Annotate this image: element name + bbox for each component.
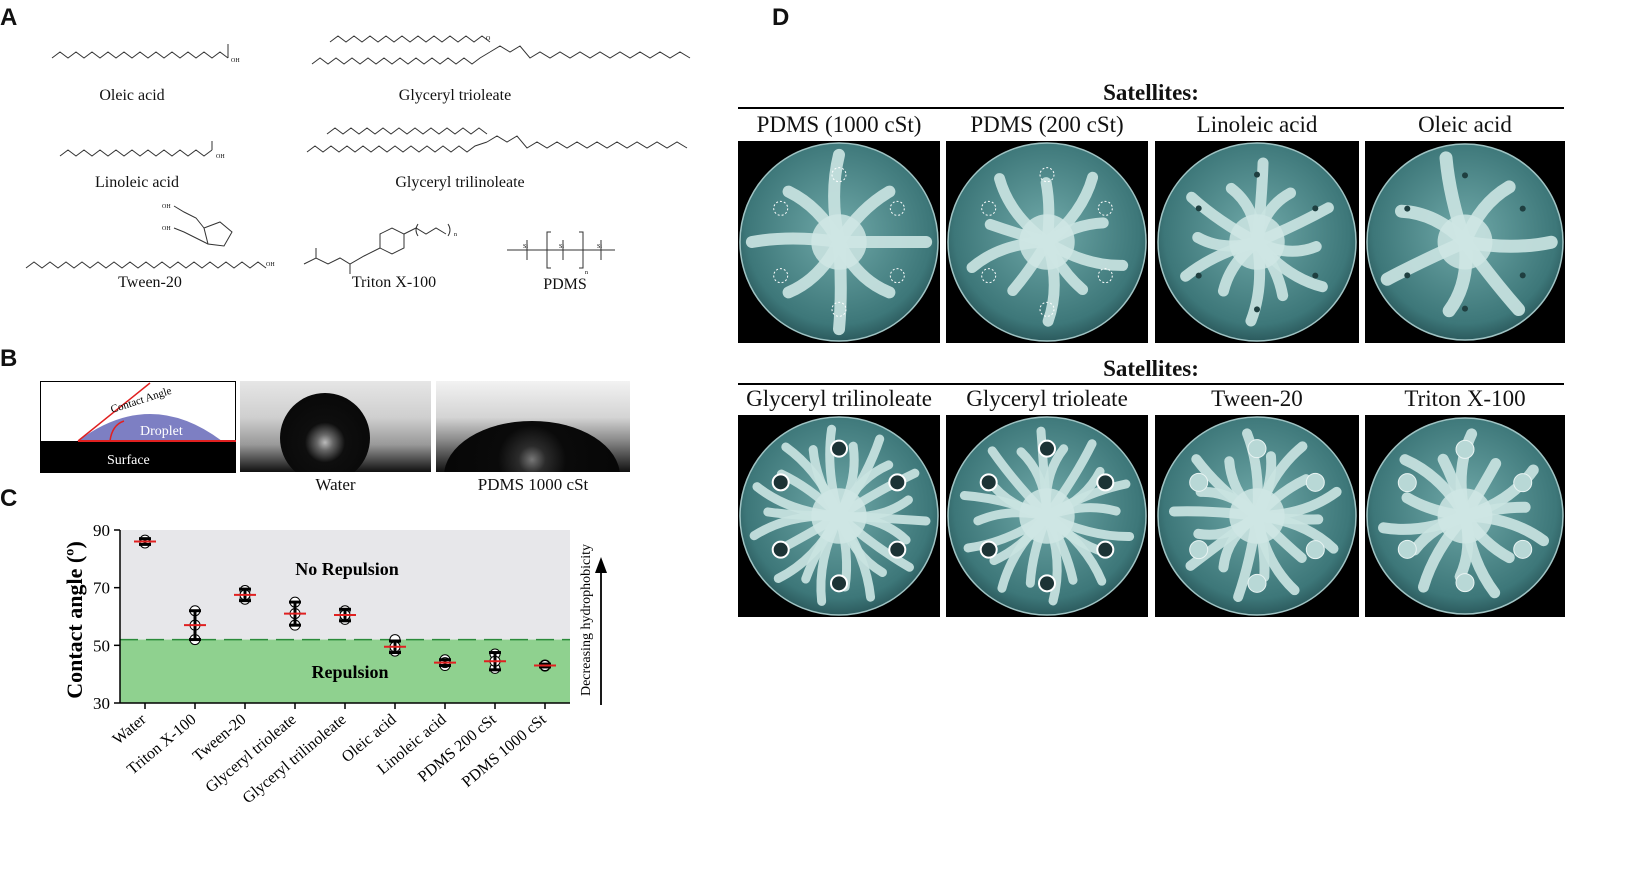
linoleic-oh-text: OH xyxy=(216,154,225,160)
glyceryl-trilinoleate-structure xyxy=(306,127,688,153)
pdms-si-text-1: Si xyxy=(523,244,528,250)
pdms-n-text: n xyxy=(585,270,588,276)
no-repulsion-label: No Repulsion xyxy=(295,559,399,579)
tween-oh-text-2: OH xyxy=(162,226,171,232)
plate-pdms-200 xyxy=(946,141,1148,343)
plate-tween xyxy=(1155,415,1359,617)
plate-title-trilinoleate: Glyceryl trilinoleate xyxy=(746,386,932,411)
hydrophobicity-arrow-head xyxy=(595,557,607,573)
oleic-oh-text: OH xyxy=(231,58,240,64)
contact-angle-diagram: Contact Angle Droplet Surface xyxy=(40,381,236,473)
oleic-acid-structure: OH xyxy=(51,44,240,64)
surface-text: Surface xyxy=(107,453,150,468)
plate-image xyxy=(1157,416,1357,616)
plate-image xyxy=(1366,417,1564,615)
panel-letter-d: D xyxy=(772,4,790,31)
pdms-si-text-3: Si xyxy=(597,244,602,250)
glyceryl-trilinoleate-label: Glyceryl trilinoleate xyxy=(395,174,525,191)
plate-triton xyxy=(1365,415,1565,617)
tween-oh-text-3: OH xyxy=(266,262,275,268)
satellites-rule-top xyxy=(738,107,1564,109)
plate-title-triton: Triton X-100 xyxy=(1404,386,1526,411)
tween-20-label: Tween-20 xyxy=(118,274,182,291)
plate-title-trioleate: Glyceryl trioleate xyxy=(966,386,1128,411)
plate-trioleate xyxy=(946,415,1148,617)
plate-image xyxy=(739,142,939,342)
satellites-rule-bottom xyxy=(738,383,1564,385)
water-photo-label: Water xyxy=(315,475,356,494)
plate-trilinoleate xyxy=(738,415,940,617)
plate-title-tween: Tween-20 xyxy=(1211,386,1303,411)
droplet-text: Droplet xyxy=(140,424,183,439)
x-tick-label: Water xyxy=(110,711,150,749)
glyceryl-trioleate-label: Glyceryl trioleate xyxy=(398,87,512,104)
triton-x-100-label: Triton X-100 xyxy=(351,274,437,291)
plate-image xyxy=(1157,142,1357,342)
pdms-si-text-2: Si xyxy=(559,244,564,250)
plate-image xyxy=(947,142,1147,342)
plate-image xyxy=(1366,143,1564,341)
satellites-header-top: Satellites: xyxy=(1103,80,1199,105)
y-tick-label: 70 xyxy=(93,579,110,598)
plate-pdms-1000 xyxy=(738,141,940,343)
panel-letter-c: C xyxy=(0,485,18,512)
y-tick-label: 50 xyxy=(93,636,110,655)
triton-n-text: n xyxy=(454,232,457,238)
plate-linoleic xyxy=(1155,141,1359,343)
plate-image xyxy=(739,416,939,616)
linoleic-acid-structure: OH xyxy=(59,141,225,160)
plate-title-linoleic: Linoleic acid xyxy=(1196,112,1318,137)
plate-oleic xyxy=(1365,141,1565,343)
glyceryl-trioleate-structure: O xyxy=(311,35,691,65)
repulsion-label: Repulsion xyxy=(311,662,388,682)
tween-oh-text-1: OH xyxy=(162,204,171,210)
panel-letter-a: A xyxy=(0,4,18,31)
panel-letter-b: B xyxy=(0,345,18,372)
pdms-label: PDMS xyxy=(543,276,587,293)
pdms-photo-label: PDMS 1000 cSt xyxy=(477,475,589,494)
satellites-header-bottom: Satellites: xyxy=(1103,356,1199,381)
chart-y-axis-label: Contact angle (º) xyxy=(62,541,87,699)
x-tick-label: PDMS 1000 cSt xyxy=(459,711,550,791)
triton-x-100-structure: n xyxy=(303,223,457,274)
linoleic-acid-label: Linoleic acid xyxy=(95,174,179,191)
plate-title-pdms-1000: PDMS (1000 cSt) xyxy=(756,112,922,137)
water-droplet-photo xyxy=(240,381,431,472)
tween-20-structure: OH OH OH xyxy=(25,204,275,269)
y-tick-label: 90 xyxy=(93,521,110,540)
trioleate-o-text: O xyxy=(486,36,491,42)
pdms-structure: Si Si Si n xyxy=(507,231,615,276)
y-tick-label: 30 xyxy=(93,694,110,713)
oleic-acid-label: Oleic acid xyxy=(99,87,165,104)
plate-title-pdms-200: PDMS (200 cSt) xyxy=(970,112,1124,137)
plate-image xyxy=(947,416,1147,616)
plate-title-oleic: Oleic acid xyxy=(1418,112,1512,137)
decreasing-hydrophobicity-label: Decreasing hydrophobicity xyxy=(579,544,594,696)
pdms-droplet-photo xyxy=(436,381,630,472)
